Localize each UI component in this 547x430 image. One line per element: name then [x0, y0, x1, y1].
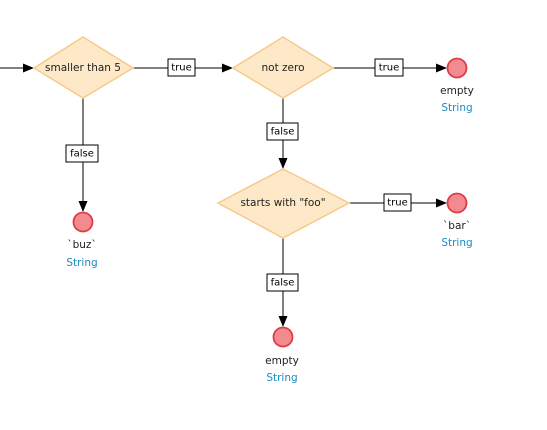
edge-label-box [266, 273, 299, 292]
result-terminal-circle [446, 192, 468, 214]
result-value: `bar` [443, 220, 471, 232]
edge-label-false-smaller: false [65, 144, 99, 163]
edge-label-box [374, 58, 404, 77]
result-type: String [441, 237, 472, 249]
edge-startswith-to-bar-arrow-icon [436, 198, 447, 208]
result-type: String [66, 257, 97, 269]
edge-label-box [65, 144, 99, 163]
edge-label-box [167, 58, 196, 77]
result-value: `buz` [67, 239, 96, 251]
decision-label: smaller than 5 [45, 62, 121, 74]
edge-smaller-to-buz-arrow-icon [78, 201, 88, 212]
decision-label: starts with "foo" [240, 197, 325, 209]
edge-label-false-startswith: false [266, 273, 299, 292]
edge-label-true-smaller: true [167, 58, 196, 77]
result-value: empty [440, 85, 474, 97]
edge-label-text: true [171, 63, 192, 74]
result-terminal-circle [272, 326, 294, 348]
incoming-arrow-icon [23, 63, 34, 73]
edge-label-box [383, 193, 412, 212]
decision-label: not zero [261, 62, 304, 74]
result-value: empty [265, 355, 299, 367]
edge-label-box [266, 122, 299, 141]
result-terminal-circle [72, 211, 94, 233]
result-buz[interactable]: `buz` String [66, 211, 98, 270]
edge-label-text: false [271, 127, 295, 138]
edge-startswith-to-empty-arrow-icon [278, 316, 288, 327]
edge-label-true-notzero: true [374, 58, 404, 77]
decision-starts-with-foo[interactable]: starts with "foo" [216, 168, 351, 239]
decision-diamond-shape [32, 36, 135, 99]
edge-label-false-notzero: false [266, 122, 299, 141]
edge-notzero-to-startswith-arrow-icon [278, 158, 288, 169]
edge-label-text: false [271, 278, 295, 289]
edge-notzero-to-empty-arrow-icon [436, 63, 447, 73]
result-type: String [441, 102, 472, 114]
result-empty-bottom[interactable]: empty String [265, 326, 299, 385]
edge-label-text: true [379, 63, 400, 74]
decision-diamond-shape [216, 168, 351, 239]
result-type: String [266, 372, 297, 384]
decision-not-zero[interactable]: not zero [231, 36, 335, 99]
edge-smaller-to-notzero-arrow-icon [222, 63, 233, 73]
edge-label-true-startswith: true [383, 193, 412, 212]
edge-label-text: false [70, 149, 94, 160]
result-bar[interactable]: `bar` String [441, 192, 473, 250]
edge-label-text: true [387, 198, 408, 209]
result-terminal-circle [446, 57, 468, 79]
result-empty-top[interactable]: empty String [440, 57, 474, 115]
decision-smaller-than-5[interactable]: smaller than 5 [32, 36, 135, 99]
decision-diamond-shape [231, 36, 335, 99]
